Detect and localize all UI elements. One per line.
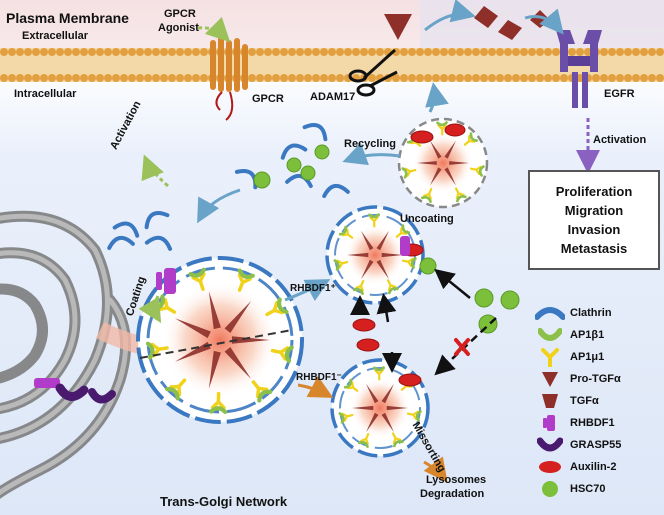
auxilin2-icon (539, 461, 561, 473)
blocked-x-icon (454, 338, 470, 356)
intracellular-label: Intracellular (14, 88, 77, 100)
uncoating-label: Uncoating (400, 213, 454, 225)
legend-item-grasp55: GRASP55 (534, 434, 621, 456)
legend-item-hsc70: HSC70 (534, 478, 605, 500)
gpcr-label: GPCR (252, 93, 284, 105)
outcome-metastasis: Metastasis (560, 241, 628, 256)
legend-item-auxilin2: Auxilin-2 (534, 456, 616, 478)
ap1u1-icon (541, 348, 559, 367)
plasma-membrane-label: Plasma Membrane (6, 10, 129, 26)
adam17-label: ADAM17 (310, 91, 356, 103)
outcome-proliferation: Proliferation (555, 184, 633, 199)
gpcr-receptor (210, 36, 248, 121)
hsc70-balls (253, 144, 520, 334)
rhbdf1-icon (543, 415, 555, 431)
grasp55-icon (537, 437, 563, 452)
legend-item-pro-tgfa: Pro-TGFα (534, 368, 621, 390)
legend-item-tgfa: TGFα (534, 390, 599, 412)
lysosomes-label: Lysosomes (426, 474, 487, 486)
coated-vesicle-large (136, 256, 304, 424)
tgfa-icon (542, 394, 558, 408)
rhbdf1-minus-label: RHBDF1⁻ (296, 372, 342, 383)
legend-item-ap1b1: AP1β1 (534, 324, 604, 346)
activation-right-label: Activation (593, 134, 647, 146)
adam17-scissors-icon (348, 48, 398, 97)
hsc70-icon (542, 481, 558, 497)
recycling-label: Recycling (344, 138, 396, 150)
egfr-receptor (556, 30, 602, 108)
pro-tgfa-clusters (174, 140, 469, 433)
free-clathrin-triskelions (107, 123, 350, 251)
outcomes-box: Proliferation Migration Invasion Metasta… (528, 170, 660, 270)
outcome-invasion: Invasion (567, 222, 621, 237)
outcome-migration: Migration (564, 203, 624, 218)
clathrin-icon (535, 307, 565, 320)
rhbdf1-proteins (34, 236, 410, 388)
pro-tgfa-icon (542, 372, 558, 387)
auxilin2-ovals (352, 123, 466, 387)
gpcr-agonist-label-1: GPCR (164, 8, 196, 20)
extracellular-label: Extracellular (22, 30, 89, 42)
legend-item-clathrin: Clathrin (534, 302, 612, 324)
egfr-label: EGFR (604, 88, 635, 100)
legend-item-ap1u1: AP1μ1 (534, 346, 604, 368)
pathway-arrows (138, 0, 600, 483)
degradation-label: Degradation (420, 488, 485, 500)
rhbdf1-plus-label: RHBDF1⁺ (290, 283, 336, 294)
ap1b1-icon (538, 328, 562, 341)
grasp55-proteins (55, 383, 116, 404)
black-arrows (350, 268, 497, 376)
trans-golgi-label: Trans-Golgi Network (160, 494, 288, 509)
legend-item-rhbdf1: RHBDF1 (534, 412, 615, 434)
gpcr-agonist-label-2: Agonist (158, 22, 199, 34)
vesicle-rhbdf1-plus (325, 205, 425, 305)
plasma-membrane (0, 48, 664, 82)
